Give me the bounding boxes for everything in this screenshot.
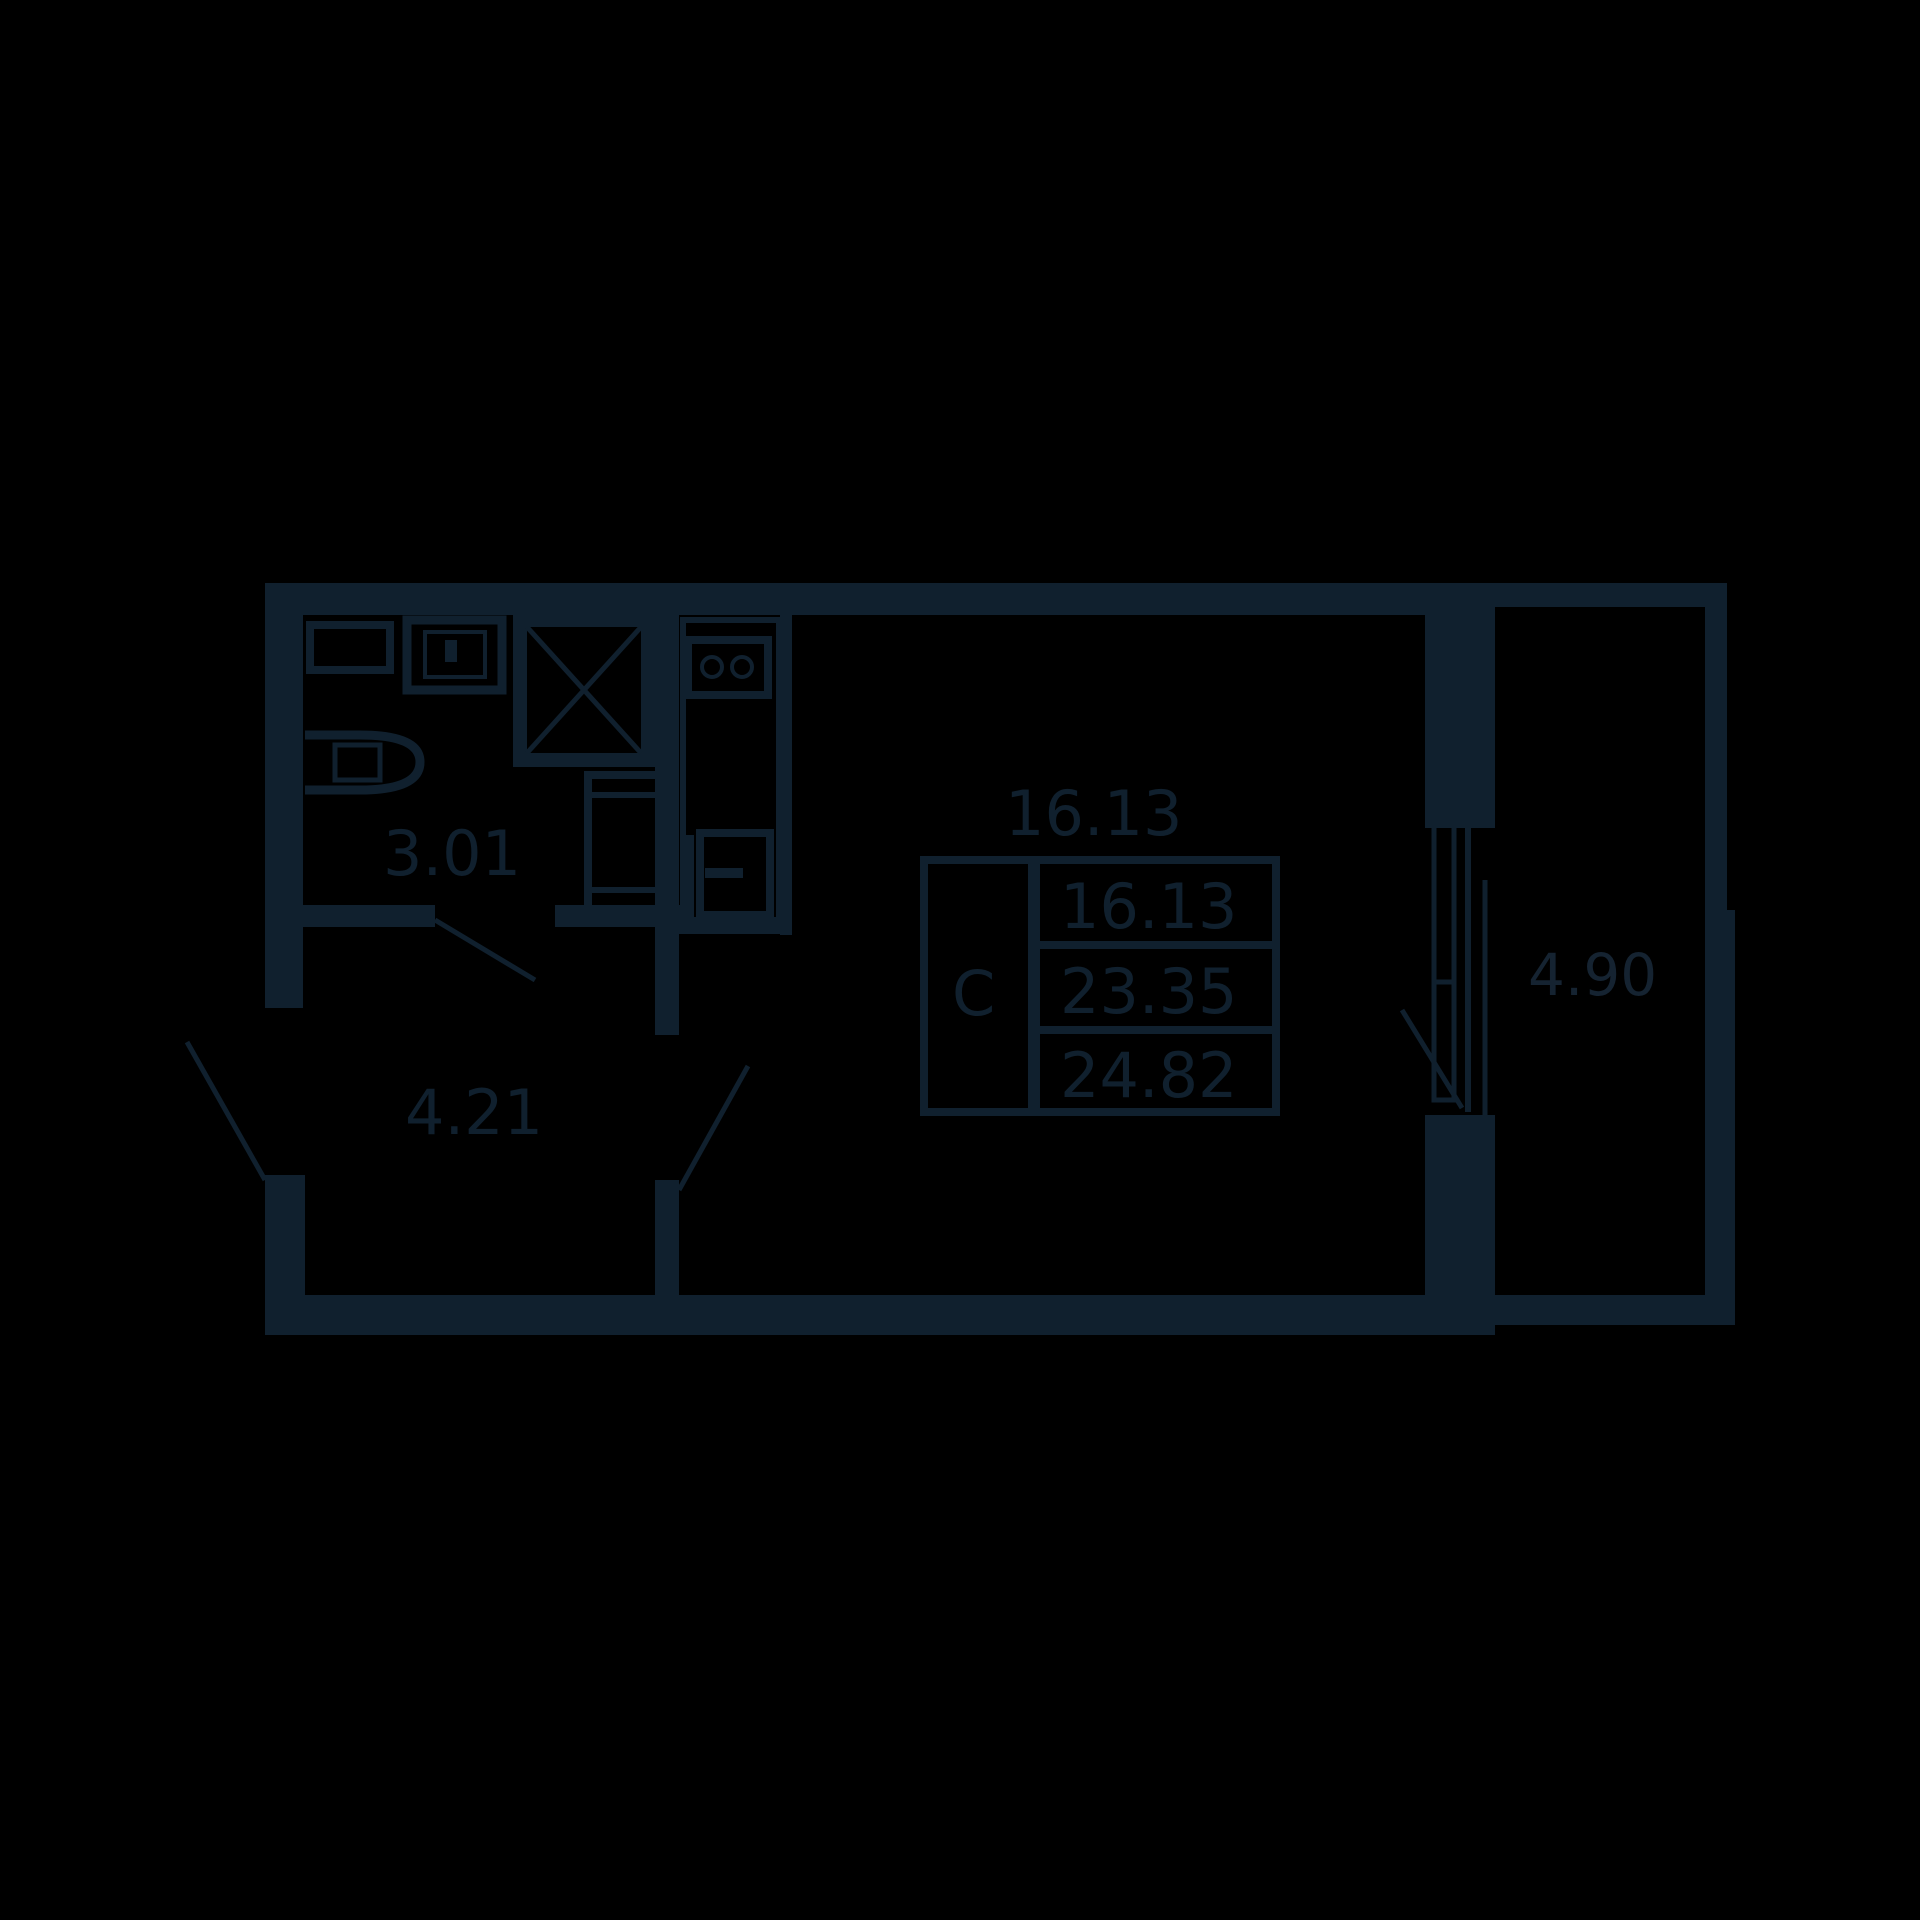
living-room-door-icon (676, 1064, 751, 1192)
balcony-area-label: 4.90 (1528, 941, 1657, 1009)
toilet-icon (305, 730, 425, 795)
bathroom-area-label: 3.01 (383, 817, 521, 890)
area-summary-table: С 16.13 23.35 24.82 (920, 856, 1280, 1116)
kitchen-counter (680, 617, 782, 923)
entrance-door-icon (184, 1040, 268, 1182)
hallway-area-label: 4.21 (405, 1076, 543, 1149)
living-area-value: 16.13 (1060, 870, 1238, 943)
bathtub-icon (306, 621, 394, 674)
balcony-door-icon (1399, 745, 1488, 1118)
living-room-area-label: 16.13 (1005, 777, 1183, 850)
fridge-icon (584, 771, 670, 914)
stove-icon (684, 636, 772, 699)
interior-walls (303, 615, 792, 1315)
ventilation-shaft-icon (513, 613, 655, 767)
bathroom-door-icon (433, 917, 537, 983)
apartment-type-label: С (952, 957, 995, 1030)
total-area-with-balcony-value: 24.82 (1060, 1039, 1238, 1112)
kitchen-sink-icon (686, 829, 774, 920)
total-area-value: 23.35 (1060, 955, 1238, 1028)
sink-icon (402, 615, 507, 695)
outer-walls (265, 583, 1735, 1335)
